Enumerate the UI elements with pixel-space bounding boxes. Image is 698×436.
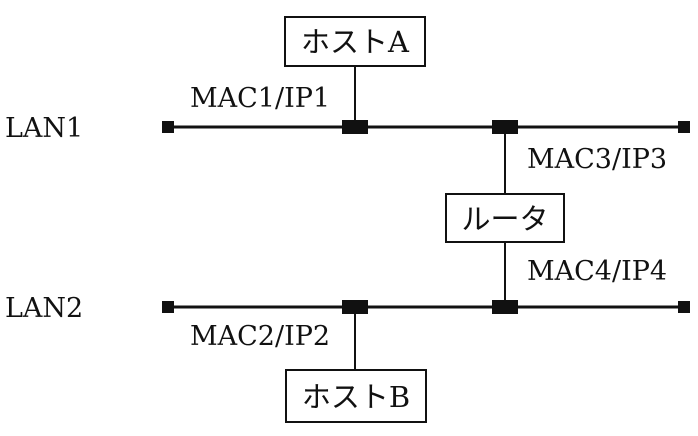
router-lan1-port xyxy=(492,120,518,134)
router-lan1-interface-label: MAC3/IP3 xyxy=(527,144,667,175)
host-b-port xyxy=(342,300,368,314)
host-b-label: ホストB xyxy=(302,380,410,414)
lan2-label: LAN2 xyxy=(5,293,83,324)
lan1-left-terminator xyxy=(162,121,174,133)
lan1-label: LAN1 xyxy=(5,113,83,144)
host-a-port xyxy=(342,120,368,134)
host-a-box xyxy=(284,16,426,67)
host-b-interface-label: MAC2/IP2 xyxy=(190,321,330,352)
router-lan2-interface-label: MAC4/IP4 xyxy=(527,256,667,287)
host-a-label: ホストA xyxy=(301,25,410,59)
lan2-right-terminator xyxy=(678,301,690,313)
lan1-right-terminator xyxy=(678,121,690,133)
router-lan2-port xyxy=(492,300,518,314)
host-b-box xyxy=(285,369,427,423)
router-box xyxy=(445,193,565,243)
host-a-interface-label: MAC1/IP1 xyxy=(190,83,330,114)
router-label: ルータ xyxy=(461,202,548,236)
lan2-left-terminator xyxy=(162,301,174,313)
